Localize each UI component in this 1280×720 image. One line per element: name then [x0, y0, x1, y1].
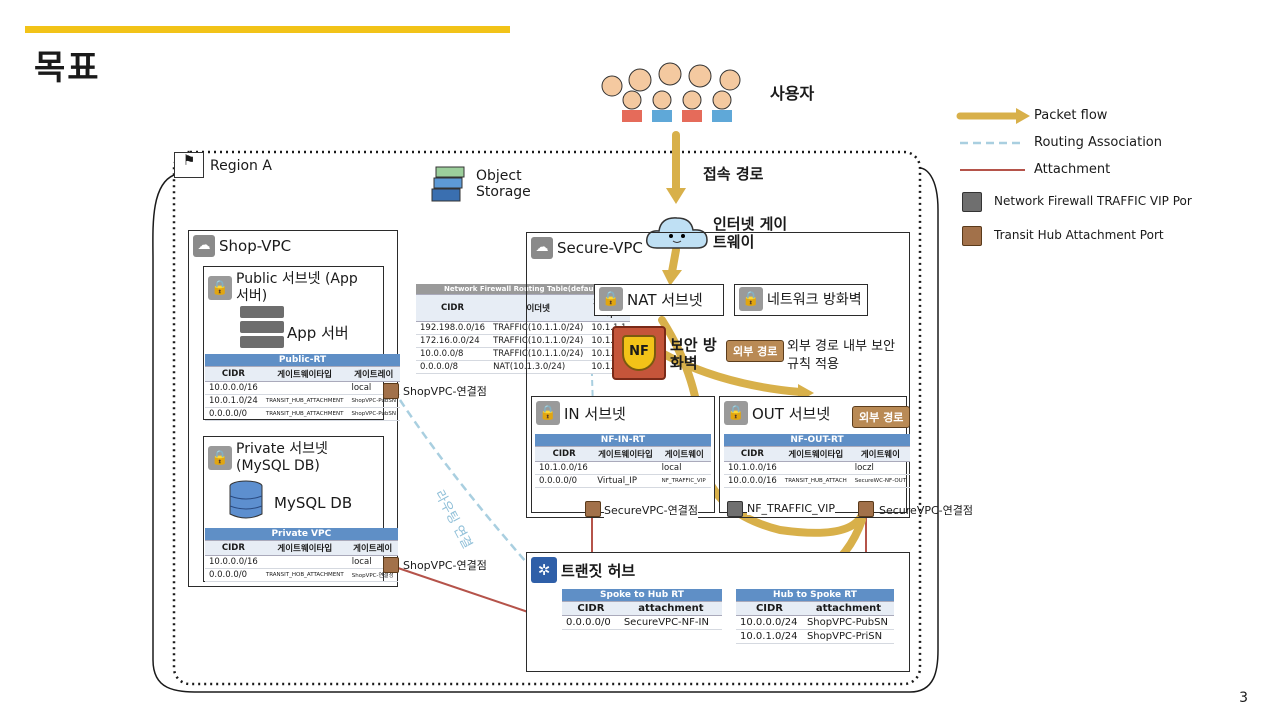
transit-hub-label: 트랜짓 허브 [561, 561, 636, 580]
external-path-sign: 외부 경로 [726, 340, 785, 362]
users-label: 사용자 [770, 84, 815, 103]
legend-transit-port: Transit Hub Attachment Port [994, 228, 1164, 242]
security-firewall-label: 보안 방화벽 [670, 336, 717, 372]
legend-routing-association: Routing Association [1034, 135, 1162, 150]
table-caption: Spoke to Hub RT [562, 589, 722, 602]
region-label: Region A [210, 158, 272, 174]
users-illustration [592, 58, 764, 122]
lock-icon: 🔒 [208, 446, 232, 470]
in-subnet-label: IN 서브넷 [564, 404, 626, 423]
server-icon [240, 336, 284, 348]
table-caption: Public-RT [205, 354, 400, 367]
out-subnet-label: OUT 서브넷 [752, 404, 831, 423]
table-caption: Hub to Spoke RT [736, 589, 894, 602]
lock-icon: 🔒 [739, 287, 763, 311]
object-storage-label: Object Storage [476, 168, 531, 200]
transit-port-icon [962, 226, 982, 246]
nat-subnet-label: NAT 서브넷 [627, 290, 703, 309]
attachment-line-private [397, 567, 529, 613]
access-path-label: 접속 경로 [703, 165, 764, 183]
private-subnet-label: Private 서브넷 (MySQL DB) [236, 441, 328, 474]
attach-public-label: ShopVPC-연결점 [403, 385, 487, 398]
routing-assoc-line [398, 399, 561, 601]
server-icon [240, 321, 284, 333]
lock-icon: 🔒 [208, 276, 232, 300]
page-number: 3 [1239, 690, 1248, 706]
nat-subnet-box: 🔒 NAT 서브넷 [594, 284, 724, 316]
network-firewall-box: 🔒 네트워크 방화벽 [734, 284, 868, 316]
hub-icon: ✲ [531, 557, 557, 583]
vip-port-icon [727, 501, 743, 517]
shield-icon: NF [622, 335, 656, 371]
vpc-cloud-icon: ☁ [531, 237, 553, 259]
app-server-label: App 서버 [287, 324, 349, 342]
attach-in-label: SecureVPC-연결점 [604, 502, 698, 518]
flag-icon: ⚑ [174, 152, 204, 178]
accent-bar [25, 26, 510, 33]
attach-out-label: SecureVPC-연결점 [879, 504, 973, 517]
slide-title: 목표 [34, 48, 101, 88]
region-sketch-border [152, 167, 939, 693]
shop-vpc-label: Shop-VPC [219, 237, 292, 255]
database-icon [228, 480, 264, 522]
server-icon [240, 306, 284, 318]
vip-port-label: NF_TRAFFIC_VIP [747, 502, 835, 515]
internet-gateway-label: 인터넷 게이트웨이 [713, 215, 788, 251]
table-caption: Network Firewall Routing Table(default) [416, 284, 631, 295]
legend-vip-port: Network Firewall TRAFFIC VIP Por [994, 194, 1192, 208]
external-path-note: 외부 경로 내부 보안 규칙 적용 [787, 339, 896, 372]
lock-icon: 🔒 [724, 401, 748, 425]
transit-port-icon [383, 557, 399, 573]
vip-port-icon [962, 192, 982, 212]
mysql-label: MySQL DB [274, 494, 353, 512]
attach-private-label: ShopVPC-연결점 [403, 559, 487, 572]
legend-attachment: Attachment [1034, 162, 1111, 177]
table-caption: NF-OUT-RT [724, 434, 911, 447]
secure-vpc-box: ☁ Secure-VPC [526, 232, 910, 518]
object-storage-icon [430, 165, 466, 203]
vpc-cloud-icon: ☁ [193, 235, 215, 257]
network-firewall-label: 네트워크 방화벽 [767, 292, 862, 308]
table-caption: Private VPC [205, 528, 398, 541]
legend-packet-flow: Packet flow [1034, 108, 1108, 123]
out-sign: 외부 경로 [852, 406, 911, 428]
transit-port-icon [383, 383, 399, 399]
firewall-icon: NF [612, 326, 666, 380]
table-caption: NF-IN-RT [535, 434, 711, 447]
transit-port-icon [858, 501, 874, 517]
public-subnet-label: Public 서브넷 (App 서버) [236, 271, 358, 304]
transit-port-icon [585, 501, 601, 517]
lock-icon: 🔒 [599, 287, 623, 311]
lock-icon: 🔒 [536, 401, 560, 425]
secure-vpc-label: Secure-VPC [557, 239, 643, 257]
region-border [172, 150, 922, 686]
